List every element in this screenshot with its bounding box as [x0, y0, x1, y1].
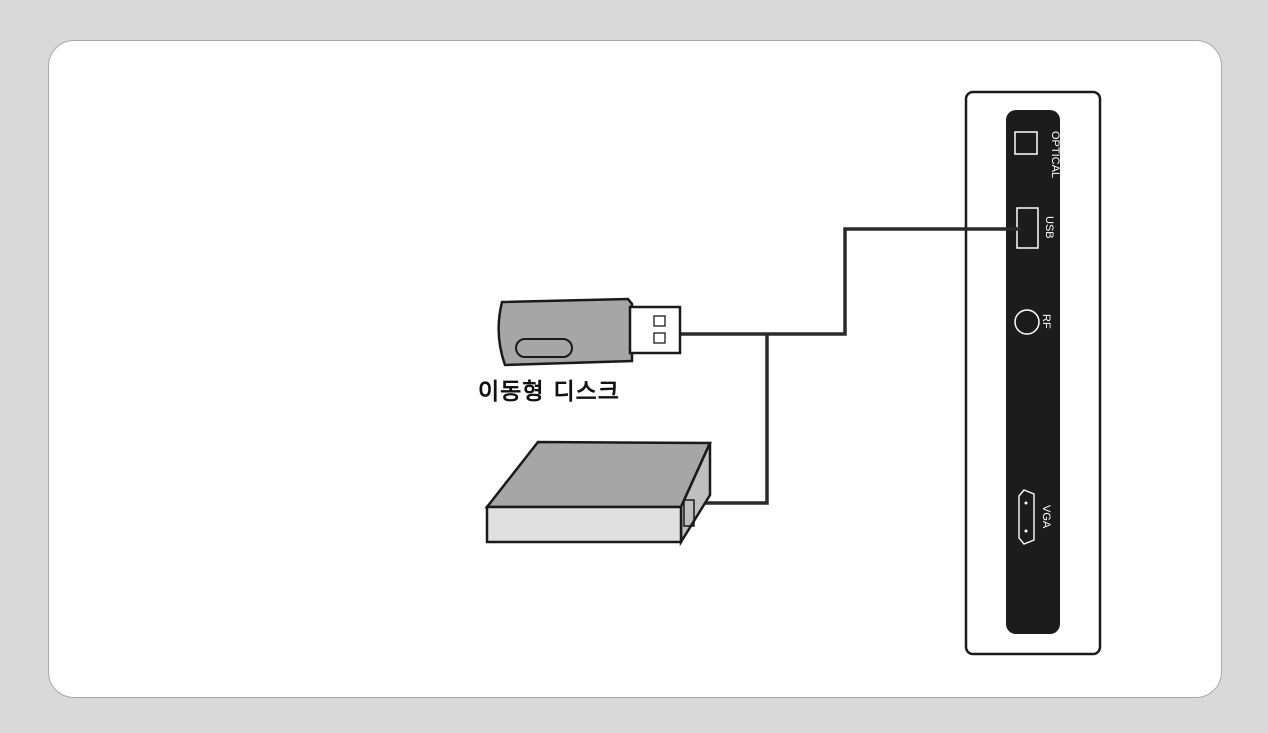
optical-port-icon: [1014, 131, 1038, 155]
usb-port-label: USB: [1043, 216, 1055, 239]
disk-port: [683, 499, 695, 527]
usb-cable: [680, 227, 1021, 505]
rf-port-label: RF: [1040, 314, 1052, 329]
usb-flash-drive: [497, 297, 682, 367]
drive-slider: [515, 338, 573, 358]
vga-port-icon: [1018, 489, 1035, 545]
external-hard-disk: [484, 440, 712, 547]
removable-disk-caption: 이동형 디스크: [478, 379, 620, 405]
rf-port-icon: [1014, 309, 1040, 335]
rear-panel: [1006, 110, 1060, 634]
usb-connector: [628, 305, 682, 355]
vga-port-label: VGA: [1040, 505, 1052, 529]
optical-port-label: OPTICAL: [1049, 131, 1061, 178]
